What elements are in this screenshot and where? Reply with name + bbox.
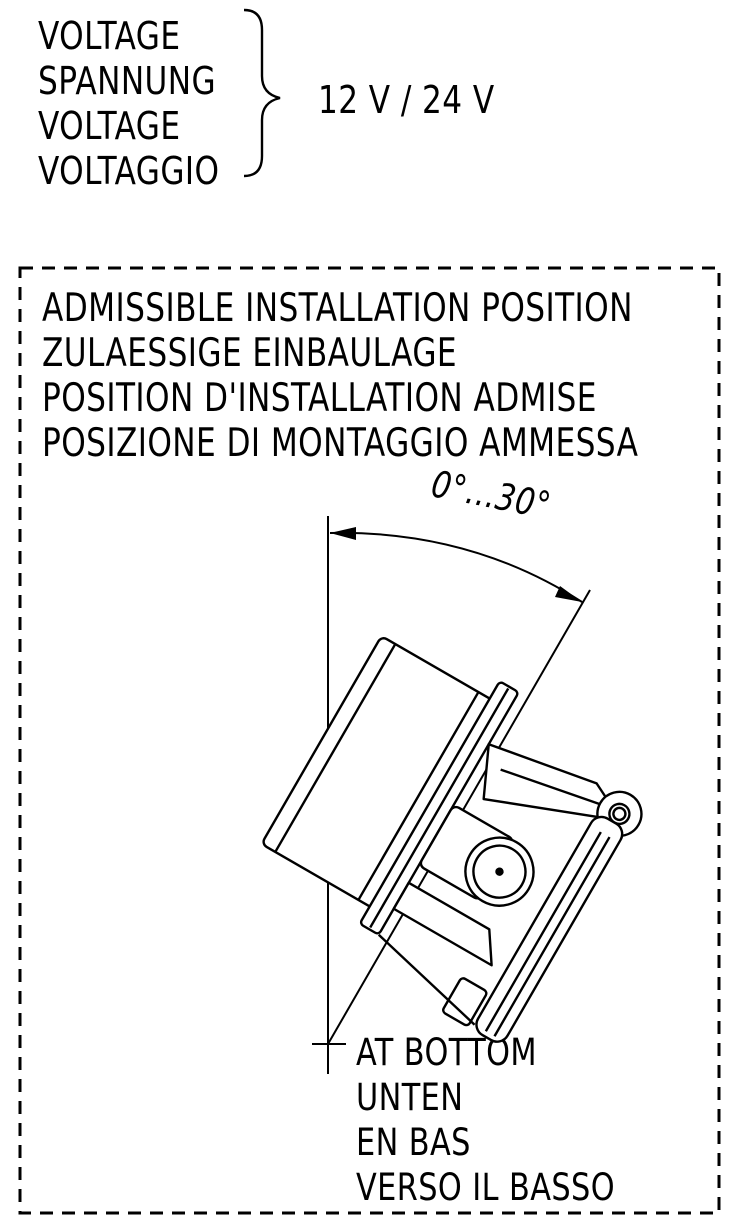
instrument-housing-icon — [262, 637, 643, 1043]
installation-title-de: ZULAESSIGE EINBAULAGE — [42, 331, 458, 376]
installation-title: ADMISSIBLE INSTALLATION POSITION ZULAESS… — [42, 286, 735, 466]
voltage-label-fr: VOLTAGE — [38, 104, 181, 148]
arc-arrow-left — [330, 527, 356, 540]
curly-brace-icon — [243, 8, 281, 178]
dashed-frame — [18, 266, 721, 1215]
bottom-label-it: VERSO IL BASSO — [356, 1166, 616, 1209]
arc-arrow-right — [555, 586, 582, 602]
installation-title-fr: POSITION D'INSTALLATION ADMISE — [42, 376, 597, 421]
installation-title-it: POSIZIONE DI MONTAGGIO AMMESSA — [42, 421, 639, 466]
installation-title-en: ADMISSIBLE INSTALLATION POSITION — [42, 286, 633, 331]
voltage-label-de: SPANNUNG — [38, 59, 217, 103]
voltage-value: 12 V / 24 V — [318, 78, 495, 122]
bottom-label-de: UNTEN — [356, 1076, 464, 1119]
angle-arc — [329, 531, 583, 603]
voltage-labels: VOLTAGE SPANNUNG VOLTAGE VOLTAGGIO — [38, 14, 259, 194]
bottom-label: AT BOTTOM UNTEN EN BAS VERSO IL BASSO — [356, 1030, 672, 1210]
voltage-label-it: VOLTAGGIO — [38, 149, 220, 193]
bottom-label-fr: EN BAS — [356, 1121, 471, 1164]
voltage-label-en: VOLTAGE — [38, 14, 181, 58]
